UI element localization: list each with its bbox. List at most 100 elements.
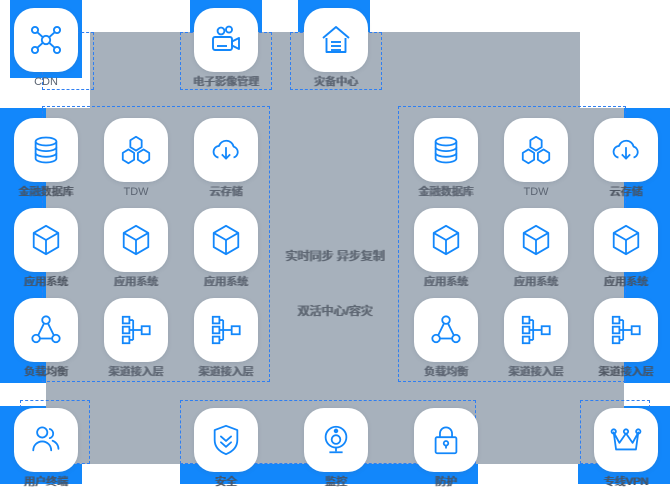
lock-icon: [429, 423, 463, 457]
cube-icon: [29, 223, 63, 257]
node-label: 专线VPN: [603, 476, 649, 488]
card-right-app1[interactable]: [414, 208, 478, 272]
crown-vpn-icon: [609, 423, 643, 457]
node-monitor[interactable]: 监控: [304, 408, 368, 488]
node-label: CDN: [34, 76, 58, 88]
node-left-db[interactable]: 金融数据库: [14, 118, 78, 198]
node-left-app3[interactable]: 应用系统: [194, 208, 258, 288]
node-left-ch1[interactable]: 渠道接入层: [104, 298, 168, 378]
node-label: 应用系统: [204, 276, 248, 288]
node-left-lb[interactable]: 负载均衡: [14, 298, 78, 378]
shield-chevron-icon: [209, 423, 243, 457]
tree-topology-icon: [519, 313, 553, 347]
node-left-app2[interactable]: 应用系统: [104, 208, 168, 288]
node-label: 云存储: [609, 186, 643, 198]
card-dr[interactable]: [304, 8, 368, 72]
node-right-app2[interactable]: 应用系统: [504, 208, 568, 288]
node-label: 渠道接入层: [108, 366, 164, 378]
load-balancer-icon: [29, 313, 63, 347]
node-label: 渠道接入层: [508, 366, 564, 378]
node-right-tdw[interactable]: TDW: [504, 118, 568, 198]
card-left-tdw[interactable]: [104, 118, 168, 182]
node-cdn[interactable]: CDN: [14, 8, 78, 88]
hexagon-cluster-icon: [519, 133, 553, 167]
database-icon: [429, 133, 463, 167]
card-right-ch2[interactable]: [594, 298, 658, 362]
database-icon: [29, 133, 63, 167]
node-label: 金融数据库: [418, 186, 474, 198]
card-monitor[interactable]: [304, 408, 368, 472]
node-right-db[interactable]: 金融数据库: [414, 118, 478, 198]
cube-icon: [519, 223, 553, 257]
node-label: TDW: [523, 186, 549, 198]
tree-topology-icon: [119, 313, 153, 347]
node-label: TDW: [123, 186, 149, 198]
card-left-app3[interactable]: [194, 208, 258, 272]
card-left-ch2[interactable]: [194, 298, 258, 362]
card-right-cos[interactable]: [594, 118, 658, 182]
cube-icon: [609, 223, 643, 257]
node-video[interactable]: 电子影像管理: [193, 8, 259, 88]
card-left-ch1[interactable]: [104, 298, 168, 362]
cdn-network-icon: [28, 22, 64, 58]
card-right-app2[interactable]: [504, 208, 568, 272]
card-vpn[interactable]: [594, 408, 658, 472]
node-right-ch1[interactable]: 渠道接入层: [504, 298, 568, 378]
node-label: 应用系统: [604, 276, 648, 288]
node-security[interactable]: 安全: [194, 408, 258, 488]
node-right-app1[interactable]: 应用系统: [414, 208, 478, 288]
card-right-tdw[interactable]: [504, 118, 568, 182]
cloud-download-icon: [609, 133, 643, 167]
node-right-lb[interactable]: 负载均衡: [414, 298, 478, 378]
node-left-ch2[interactable]: 渠道接入层: [194, 298, 258, 378]
load-balancer-icon: [429, 313, 463, 347]
cloud-download-icon: [209, 133, 243, 167]
card-right-lb[interactable]: [414, 298, 478, 362]
card-right-app3[interactable]: [594, 208, 658, 272]
node-label: 灾备中心: [314, 76, 358, 88]
tree-topology-icon: [609, 313, 643, 347]
card-right-ch1[interactable]: [504, 298, 568, 362]
node-right-app3[interactable]: 应用系统: [594, 208, 658, 288]
node-dr[interactable]: 灾备中心: [304, 8, 368, 88]
datacenter-panel: [90, 32, 580, 464]
cube-icon: [429, 223, 463, 257]
node-label: 电子影像管理: [193, 76, 259, 88]
node-label: 金融数据库: [18, 186, 74, 198]
node-label: 应用系统: [114, 276, 158, 288]
node-right-cos[interactable]: 云存储: [594, 118, 658, 198]
node-user[interactable]: 用户终端: [14, 408, 78, 488]
node-label: 监控: [325, 476, 347, 488]
node-left-app1[interactable]: 应用系统: [14, 208, 78, 288]
cube-icon: [209, 223, 243, 257]
card-left-cos[interactable]: [194, 118, 258, 182]
webcam-monitor-icon: [319, 423, 353, 457]
card-left-db[interactable]: [14, 118, 78, 182]
node-label: 安全: [215, 476, 237, 488]
node-guard[interactable]: 防护: [414, 408, 478, 488]
node-label: 负载均衡: [24, 366, 68, 378]
node-label: 云存储: [209, 186, 243, 198]
node-label: 渠道接入层: [598, 366, 654, 378]
card-left-app2[interactable]: [104, 208, 168, 272]
user-group-icon: [29, 423, 63, 457]
card-security[interactable]: [194, 408, 258, 472]
node-left-tdw[interactable]: TDW: [104, 118, 168, 198]
card-video[interactable]: [194, 8, 258, 72]
card-user[interactable]: [14, 408, 78, 472]
card-left-lb[interactable]: [14, 298, 78, 362]
node-vpn[interactable]: 专线VPN: [594, 408, 658, 488]
card-cdn[interactable]: [14, 8, 78, 72]
datacenter-building-icon: [318, 22, 354, 58]
card-right-db[interactable]: [414, 118, 478, 182]
hexagon-cluster-icon: [119, 133, 153, 167]
card-left-app1[interactable]: [14, 208, 78, 272]
node-left-cos[interactable]: 云存储: [194, 118, 258, 198]
node-label: 应用系统: [514, 276, 558, 288]
node-label: 渠道接入层: [198, 366, 254, 378]
card-guard[interactable]: [414, 408, 478, 472]
video-camera-icon: [208, 22, 244, 58]
node-right-ch2[interactable]: 渠道接入层: [594, 298, 658, 378]
center-caption-dualactive: 双活中心/容灾: [297, 304, 373, 318]
